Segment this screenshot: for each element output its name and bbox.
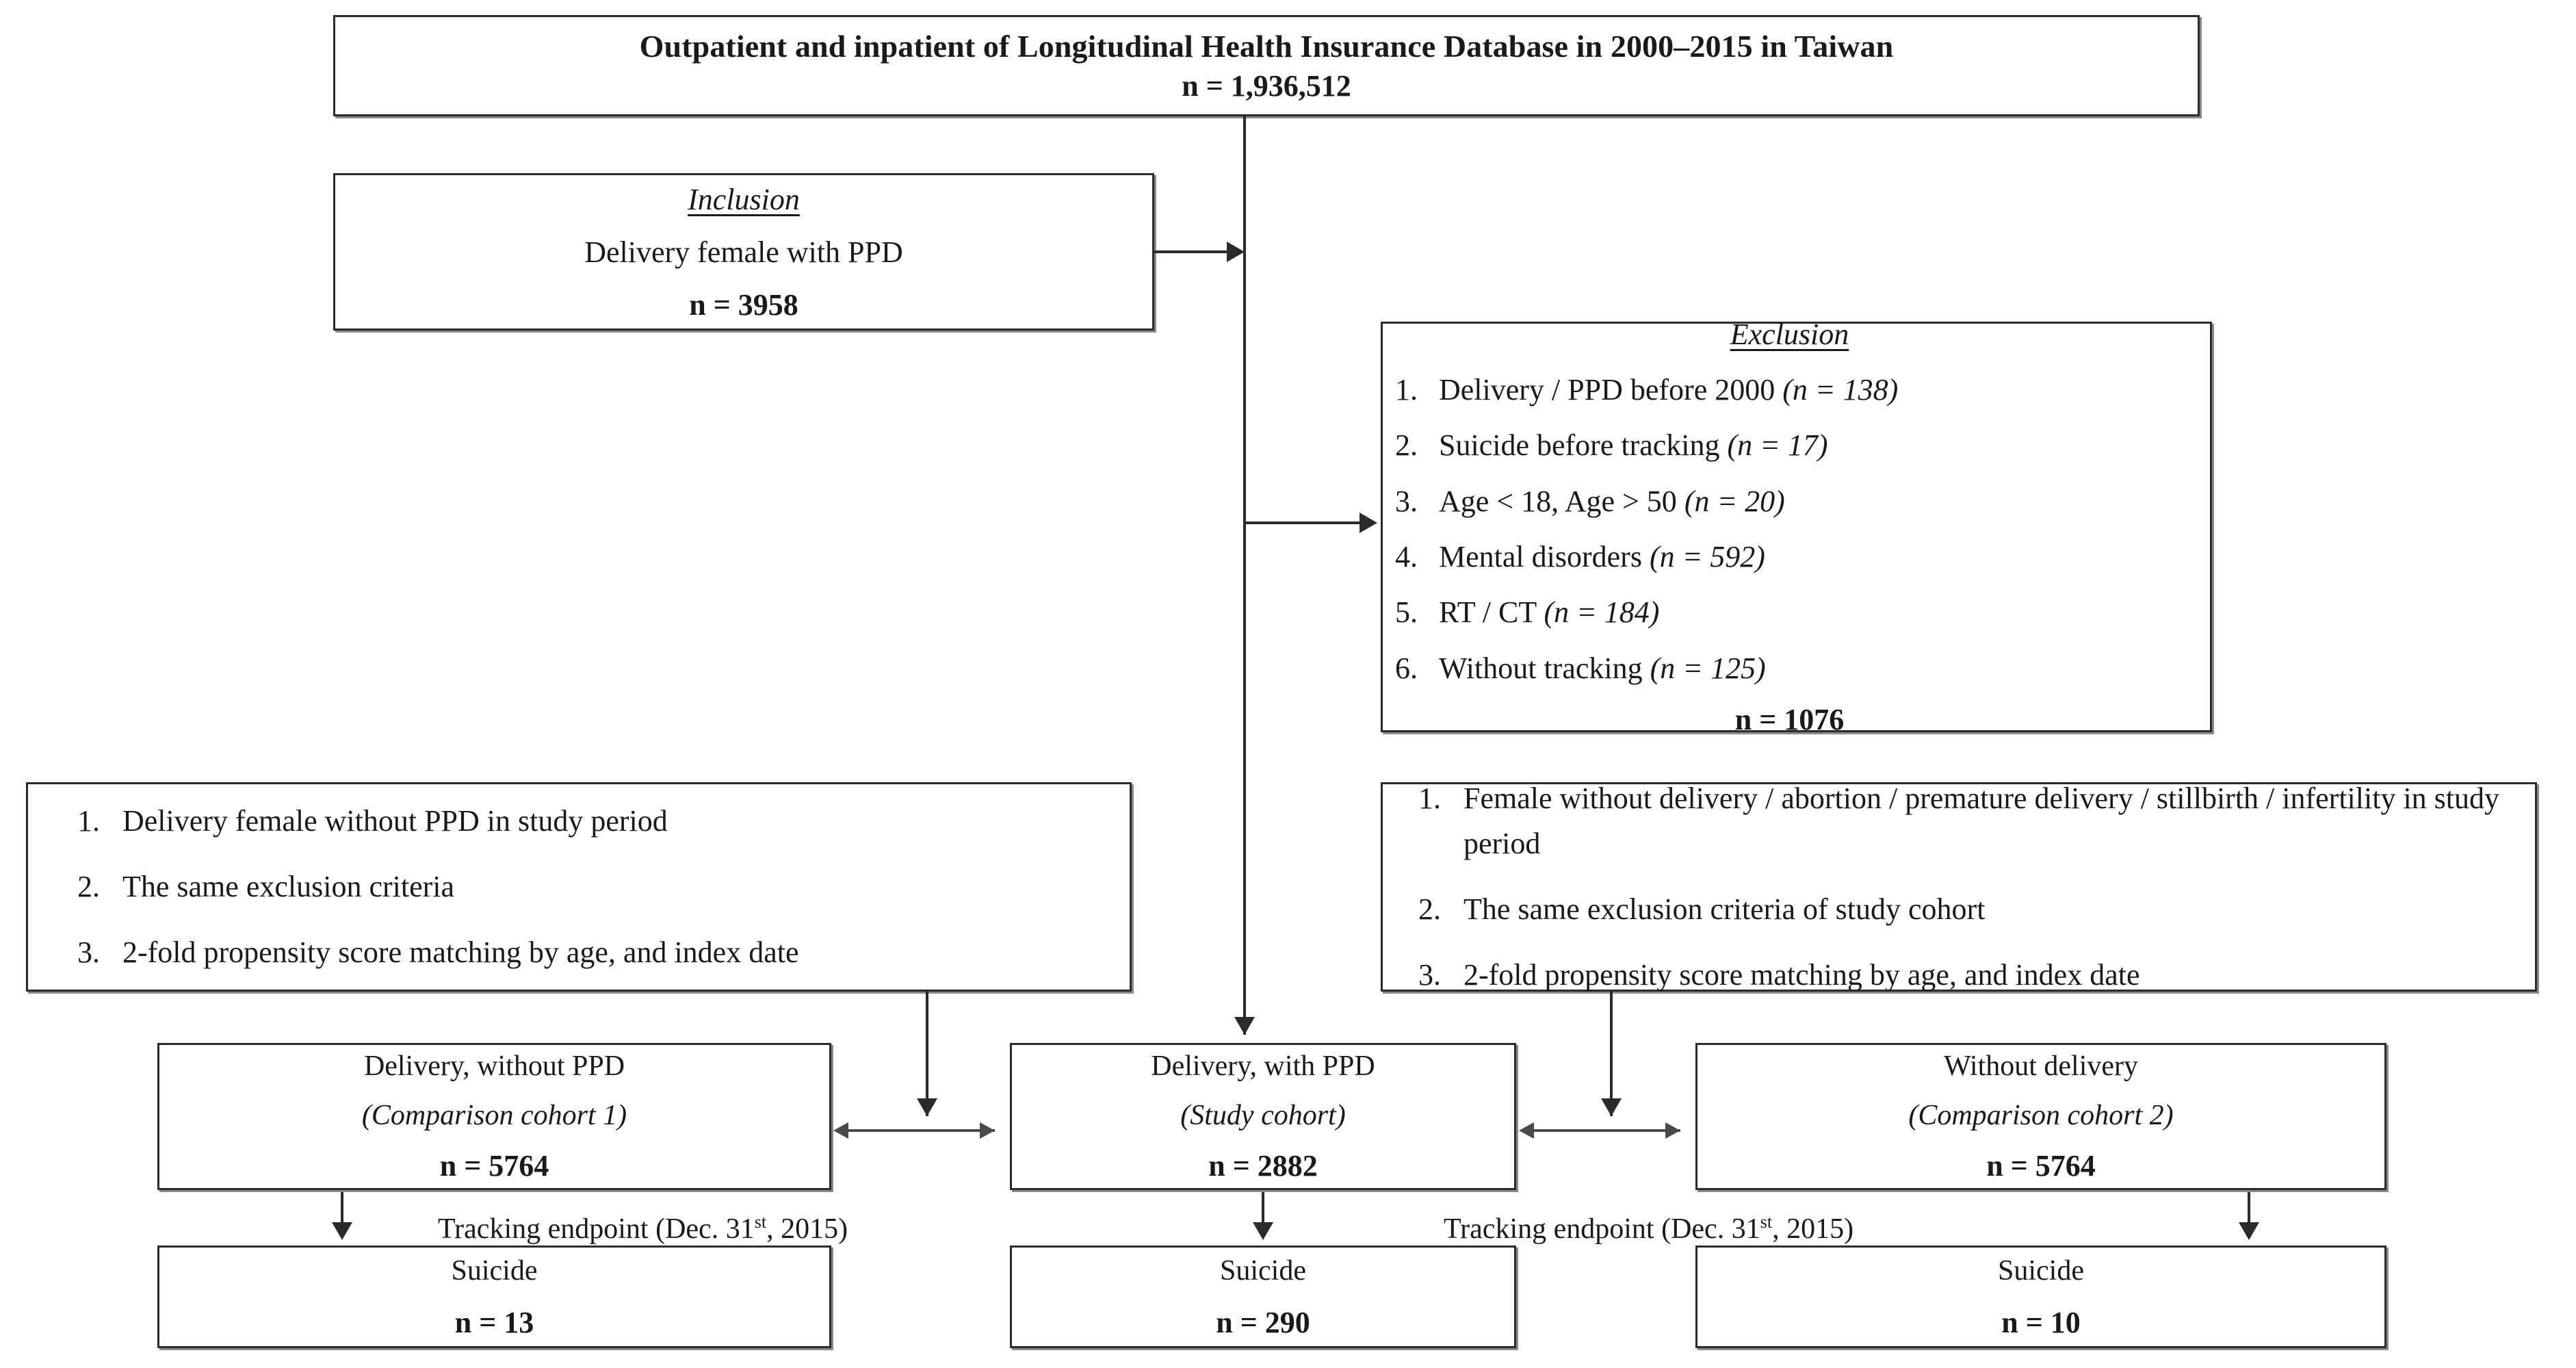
cohort1-study-compare-line: [847, 1129, 995, 1132]
tracking-endpoint-suffix: , 2015): [766, 1213, 848, 1245]
exclusion-item-count: (n = 138): [1782, 372, 1899, 406]
tracking-endpoint-suffix: , 2015): [1772, 1213, 1854, 1245]
cohort-count: n = 5764: [439, 1149, 549, 1183]
exclusion-item-text: Suicide before tracking: [1439, 428, 1728, 463]
right-criteria-connector-arrowhead: [1601, 1098, 1622, 1116]
cohort-label: Delivery, without PPD: [363, 1050, 625, 1082]
outcome-box-study: Suicide n = 290: [1010, 1246, 1516, 1348]
criteria-list-item: The same exclusion criteria of study coh…: [1448, 887, 2517, 932]
main-spine-arrowhead: [1234, 1017, 1255, 1035]
exclusion-list-item: Mental disorders (n = 592): [1425, 537, 2189, 577]
exclusion-heading: Exclusion: [1730, 317, 1849, 351]
exclusion-list-item: Suicide before tracking (n = 17): [1425, 425, 2189, 465]
exclusion-box: Exclusion Delivery / PPD before 2000 (n …: [1381, 318, 2212, 736]
study-cohort2-compare-arrowhead-right: [1665, 1122, 1680, 1139]
exclusion-list: Delivery / PPD before 2000 (n = 138) Sui…: [1390, 370, 2189, 688]
inclusion-connector-arrowhead: [1227, 242, 1245, 262]
exclusion-connector-line: [1246, 521, 1361, 524]
study-cohort2-compare-arrowhead-left: [1519, 1122, 1534, 1139]
main-spine-line: [1243, 116, 1246, 1035]
cohort1-study-compare-arrowhead-left: [833, 1122, 848, 1139]
exclusion-connector-arrowhead: [1359, 513, 1377, 533]
tracking-arrow-line-middle: [1262, 1192, 1264, 1235]
inclusion-connector-line: [1154, 250, 1228, 253]
comparison-cohort-1-criteria-list: Delivery female without PPD in study per…: [49, 799, 1109, 975]
exclusion-item-count: (n = 20): [1684, 484, 1785, 518]
source-database-title: Outpatient and inpatient of Longitudinal…: [639, 29, 1894, 64]
tracking-arrow-line-left: [341, 1192, 343, 1235]
exclusion-item-count: (n = 592): [1649, 540, 1765, 573]
exclusion-item-count: (n = 17): [1727, 428, 1828, 463]
cohort-role: (Comparison cohort 2): [1908, 1100, 2174, 1131]
outcome-box-comparison-2: Suicide n = 10: [1695, 1246, 2386, 1348]
source-database-count: n = 1,936,512: [1182, 69, 1351, 103]
exclusion-item-text: Age < 18, Age > 50: [1439, 484, 1684, 518]
outcome-label: Suicide: [1998, 1254, 2084, 1287]
outcome-box-comparison-1: Suicide n = 13: [157, 1246, 831, 1348]
tracking-endpoint-label-right: Tracking endpoint (Dec. 31st, 2015): [1444, 1213, 1853, 1246]
exclusion-item-count: (n = 125): [1650, 651, 1766, 685]
criteria-list-item: Delivery female without PPD in study per…: [107, 799, 1109, 844]
inclusion-count: n = 3958: [689, 287, 798, 322]
tracking-endpoint-prefix: Tracking endpoint (Dec. 31: [1444, 1213, 1760, 1245]
outcome-label: Suicide: [451, 1254, 538, 1287]
tracking-endpoint-ordinal: st: [1760, 1212, 1773, 1232]
cohort-box-study: Delivery, with PPD (Study cohort) n = 28…: [1010, 1043, 1516, 1190]
exclusion-item-text: Delivery / PPD before 2000: [1439, 372, 1783, 406]
exclusion-list-item: RT / CT (n = 184): [1425, 592, 2189, 632]
cohort-box-comparison-2: Without delivery (Comparison cohort 2) n…: [1695, 1043, 2386, 1190]
exclusion-list-item: Age < 18, Age > 50 (n = 20): [1425, 481, 2189, 521]
study-cohort2-compare-line: [1533, 1129, 1680, 1132]
cohort-count: n = 5764: [1986, 1149, 2096, 1183]
outcome-count: n = 290: [1216, 1305, 1310, 1339]
cohort-role: (Comparison cohort 1): [361, 1100, 627, 1131]
exclusion-count: n = 1076: [1734, 703, 1845, 737]
criteria-list-item: Female without delivery / abortion / pre…: [1448, 776, 2517, 866]
outcome-count: n = 13: [454, 1305, 534, 1339]
outcome-label: Suicide: [1220, 1254, 1306, 1287]
tracking-arrow-head-right: [2239, 1222, 2259, 1240]
tracking-arrow-head-left: [332, 1222, 352, 1240]
cohort-label: Without delivery: [1943, 1050, 2139, 1082]
exclusion-list-item: Delivery / PPD before 2000 (n = 138): [1425, 370, 2189, 410]
tracking-endpoint-ordinal: st: [754, 1212, 767, 1232]
outcome-count: n = 10: [2001, 1305, 2081, 1339]
exclusion-item-text: Without tracking: [1439, 651, 1650, 685]
tracking-endpoint-prefix: Tracking endpoint (Dec. 31: [438, 1213, 755, 1245]
exclusion-item-text: RT / CT: [1439, 595, 1544, 630]
right-criteria-connector-line: [1610, 992, 1613, 1116]
cohort-role: (Study cohort): [1180, 1100, 1346, 1131]
exclusion-item-text: Mental disorders: [1439, 540, 1650, 573]
tracking-endpoint-label-left: Tracking endpoint (Dec. 31st, 2015): [438, 1213, 848, 1246]
comparison-cohort-2-criteria-box: Female without delivery / abortion / pre…: [1381, 782, 2537, 992]
cohort-count: n = 2882: [1208, 1149, 1318, 1183]
exclusion-item-count: (n = 184): [1544, 595, 1660, 630]
comparison-cohort-1-criteria-box: Delivery female without PPD in study per…: [26, 782, 1132, 992]
tracking-arrow-head-middle: [1253, 1222, 1273, 1240]
cohort-label: Delivery, with PPD: [1151, 1050, 1375, 1082]
criteria-list-item: 2-fold propensity score matching by age,…: [107, 930, 1109, 975]
cohort-box-comparison-1: Delivery, without PPD (Comparison cohort…: [157, 1043, 831, 1190]
cohort1-study-compare-arrowhead-right: [980, 1122, 995, 1139]
comparison-cohort-2-criteria-list: Female without delivery / abortion / pre…: [1401, 776, 2517, 998]
criteria-list-item: 2-fold propensity score matching by age,…: [1448, 953, 2517, 998]
left-criteria-connector-line: [926, 992, 928, 1116]
exclusion-list-item: Without tracking (n = 125): [1425, 648, 2189, 688]
source-database-box: Outpatient and inpatient of Longitudinal…: [333, 15, 2200, 116]
inclusion-box: Inclusion Delivery female with PPD n = 3…: [333, 173, 1154, 331]
inclusion-heading: Inclusion: [688, 182, 800, 216]
tracking-arrow-line-right: [2248, 1192, 2250, 1235]
inclusion-criterion: Delivery female with PPD: [584, 235, 903, 269]
left-criteria-connector-arrowhead: [917, 1098, 937, 1116]
criteria-list-item: The same exclusion criteria: [107, 864, 1109, 909]
